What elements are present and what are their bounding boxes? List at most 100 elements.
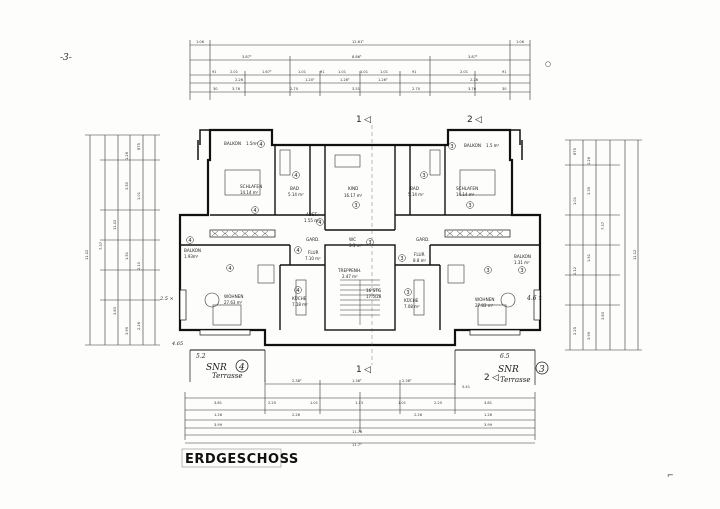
- dim-r5: 2.70: [412, 87, 421, 91]
- dim-bottom: 1.01: [398, 401, 406, 405]
- room-area: 1.5m²: [246, 141, 258, 146]
- room-name: FLUR: [414, 252, 425, 257]
- dim-top-r2-b: 8.86⁵: [352, 55, 362, 59]
- dim-r3: 1.67⁵: [262, 70, 272, 74]
- side-note-right: 4.6 x: [526, 295, 542, 302]
- room-name: BAD: [410, 186, 419, 191]
- right-dimension-chain: [565, 139, 642, 351]
- room-name: KÜCHE: [292, 296, 307, 301]
- bottom-dimension-chain: [184, 380, 536, 440]
- dim-top-outer-right: 1.06: [516, 40, 525, 44]
- unit-number: 4: [296, 248, 299, 254]
- dim-left: 1.26: [125, 151, 129, 160]
- room-labels: BALKON 1.5m² BALKON 1.5 m² SCHLAFEN 14.1…: [184, 141, 531, 309]
- dim-left: 11.02: [113, 220, 117, 230]
- dim-left: 11.02: [85, 250, 89, 260]
- terrace-left-dim: 5.2: [196, 353, 206, 360]
- corner-mark-bottom-right: ⌐: [667, 471, 674, 480]
- dim-bottom-total: 11.7⁶: [352, 443, 362, 447]
- dim-bottom: 1.13: [355, 401, 363, 405]
- room-area: 27.83 m²: [475, 303, 494, 308]
- dim-left: 7.37: [99, 242, 103, 250]
- room-name: BALKON: [514, 254, 531, 259]
- dim-r3: 91: [320, 70, 325, 74]
- dim-left: 875: [137, 143, 141, 150]
- building-walls: [178, 128, 542, 347]
- dim-left: 2.10: [137, 261, 141, 270]
- dim-right: 3.99: [587, 331, 591, 340]
- room-name: TREPPENH.: [337, 268, 361, 273]
- dim-r5: 3.76: [468, 87, 477, 91]
- dim-bottom: 2.26: [414, 413, 423, 417]
- room-area: 7.18 m²: [292, 302, 308, 307]
- room-name: KIND: [348, 186, 358, 191]
- terrace-right-number: 3: [539, 365, 545, 375]
- dim-left: 3.83: [113, 307, 117, 315]
- dim-bottom: 3.81: [214, 401, 222, 405]
- room-name: SCHLAFEN: [456, 186, 478, 191]
- room-area: 1.93m²: [184, 254, 199, 259]
- unit-number: 4: [253, 208, 256, 214]
- room-name: WOHNEN: [475, 297, 495, 302]
- dim-left: 2.26: [137, 321, 141, 330]
- dim-right: 1.01: [573, 197, 577, 205]
- room-area: 7.10 m²: [305, 256, 321, 261]
- room-area: 5.14 m²: [408, 192, 424, 197]
- unit-number: 3: [400, 256, 403, 262]
- dim-top-row4: 2.26 1.20⁵ 1.26⁵ 1.26⁵ 2.26: [235, 78, 479, 82]
- room-area: 14.14 m²: [456, 192, 475, 197]
- unit-number: 4: [228, 266, 231, 272]
- dim-bottom: 2.25: [268, 401, 276, 405]
- section-1-top: 1: [356, 115, 362, 125]
- dim-r3: 1.01: [338, 70, 346, 74]
- dim-bottom: 1.26: [484, 413, 493, 417]
- dim-right: 7.37: [601, 222, 605, 230]
- terrace-right: 6.5 5.41 SNR 3 Terrasse: [454, 349, 549, 389]
- dim-right: 3.83: [601, 312, 605, 320]
- floor-title: ERDGESCHOSS: [181, 448, 298, 468]
- room-area: 1.55 m²: [304, 218, 320, 223]
- dim-r4: 1.26⁵: [378, 78, 388, 82]
- unit-number: 3: [450, 144, 453, 150]
- unit-number: 3: [368, 240, 371, 246]
- room-area: 8.8 m²: [413, 258, 427, 263]
- terrace-right-label: Terrasse: [500, 376, 530, 384]
- section-1-bottom-arrow: ◁: [364, 365, 371, 375]
- dim-right: 2.12: [573, 267, 577, 275]
- dim-bottom: 3.81: [484, 401, 492, 405]
- section-2-bottom: 2: [484, 373, 490, 383]
- left-dimension-chain: [85, 134, 160, 346]
- bottom-dim-labels: 2.38⁵ 1.36⁵ 2.38⁵ 3.81 2.25 1.01 1.13 1.…: [214, 379, 493, 447]
- room-area: 27.63 m²: [224, 300, 243, 305]
- dim-left: 3.50: [125, 181, 129, 190]
- unit-number: 3: [486, 268, 489, 274]
- terrace-left-dim2: 4.65: [171, 341, 183, 347]
- terrace-left: 5.2 4.65 SNR 4 Terrasse: [171, 341, 266, 382]
- dim-r5: 3.51: [352, 87, 360, 91]
- room-name: KÜCHE: [404, 298, 419, 303]
- corner-mark: ○: [545, 60, 551, 68]
- room-area: 7.08 m²: [404, 304, 420, 309]
- dim-bottom: 3.99: [214, 423, 223, 427]
- unit-number: 3: [520, 268, 523, 274]
- dim-top-r2-c: 3.87⁵: [468, 55, 478, 59]
- room-area: 3.1 m²: [349, 243, 363, 248]
- dim-bottom-total-inner: 11.76: [352, 430, 363, 434]
- dim-left: 3.99: [125, 326, 129, 335]
- unit-number: 3: [406, 290, 409, 296]
- unit-number: 4: [294, 173, 297, 179]
- room-name: GARD.: [416, 237, 430, 242]
- dim-bottom: 1.26: [214, 413, 223, 417]
- dim-right: 1.26: [587, 156, 591, 165]
- unit-number: 3: [354, 203, 357, 209]
- interior-walls: [180, 145, 540, 331]
- dim-r5: 30: [502, 87, 507, 91]
- dim-r4: 2.26: [235, 78, 244, 82]
- room-area: 2.47 m²: [342, 274, 358, 279]
- unit-number: 4: [188, 238, 191, 244]
- window-bands: [179, 229, 541, 336]
- dim-right: 875: [573, 148, 577, 155]
- room-area: 16.17 m²: [344, 193, 363, 198]
- room-name: BAD: [290, 186, 299, 191]
